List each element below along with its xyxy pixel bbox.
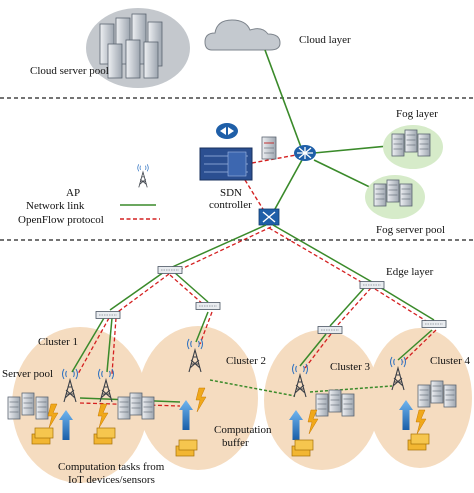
fog-layer-label: Fog layer xyxy=(396,108,438,120)
legend: AP Network link OpenFlow protocol xyxy=(18,163,160,226)
computation-buffer-label-line2: buffer xyxy=(222,437,249,449)
fog-router-icon xyxy=(294,145,316,161)
buffer-icon xyxy=(407,433,430,451)
buffer-icon xyxy=(291,439,314,457)
cloud-server-pool-label: Cloud server pool xyxy=(30,65,109,77)
fog-server-pool-lower xyxy=(365,175,425,219)
legend-ap: AP xyxy=(66,187,80,199)
fog-server-pool-upper xyxy=(383,125,443,169)
edge-tree-links xyxy=(71,224,437,375)
core-switch-icon xyxy=(258,208,280,226)
sdn-to-switch-openflow xyxy=(244,179,267,215)
computation-buffer-label-line1: Computation xyxy=(214,424,272,436)
cloud-icon xyxy=(204,19,281,51)
sdn-app-icon xyxy=(216,123,238,139)
switch-level2-cluster4 xyxy=(421,320,447,328)
fog-router-to-switch-link xyxy=(269,159,303,219)
ap-icon xyxy=(137,163,149,188)
fog-server-pool-label: Fog server pool xyxy=(376,224,445,236)
edge-servers-cluster1-mid xyxy=(117,392,155,420)
server-pool-label: Server pool xyxy=(2,368,53,380)
cluster-3-label: Cluster 3 xyxy=(330,361,371,373)
switch-level1-right xyxy=(359,281,385,289)
sdn-label-line2: controller xyxy=(209,199,252,211)
buffer-icon xyxy=(31,427,54,445)
switch-level2-cluster2 xyxy=(195,302,221,310)
cluster-2-label: Cluster 2 xyxy=(226,355,266,367)
switch-level2-cluster3 xyxy=(317,326,343,334)
cluster-1-label: Cluster 1 xyxy=(38,336,78,348)
cloud-to-fog-router-link xyxy=(264,49,303,151)
computation-tasks-label-line2: IoT devices/sensors xyxy=(68,474,155,486)
switch-level2-cluster1 xyxy=(95,311,121,319)
cloud-layer-label: Cloud layer xyxy=(299,34,351,46)
edge-layer-label: Edge layer xyxy=(386,266,434,278)
legend-network-link: Network link xyxy=(26,200,85,212)
buffer-icon xyxy=(93,427,116,445)
cluster-4-label: Cluster 4 xyxy=(430,355,471,367)
edge-servers-cluster1 xyxy=(7,392,49,420)
edge-servers-cluster3 xyxy=(315,389,355,417)
computation-tasks-label-line1: Computation tasks from xyxy=(58,461,165,473)
switch-level1-left xyxy=(157,266,183,274)
sdn-controller xyxy=(199,147,253,181)
edge-servers-cluster4 xyxy=(417,380,457,408)
sdn-server-icon xyxy=(261,136,277,160)
sdn-label-line1: SDN xyxy=(220,187,242,199)
cloud-server-pool xyxy=(86,8,190,88)
legend-openflow: OpenFlow protocol xyxy=(18,214,104,226)
buffer-icon xyxy=(175,439,198,457)
fog-router-to-fog-pool-1-link xyxy=(313,145,389,154)
